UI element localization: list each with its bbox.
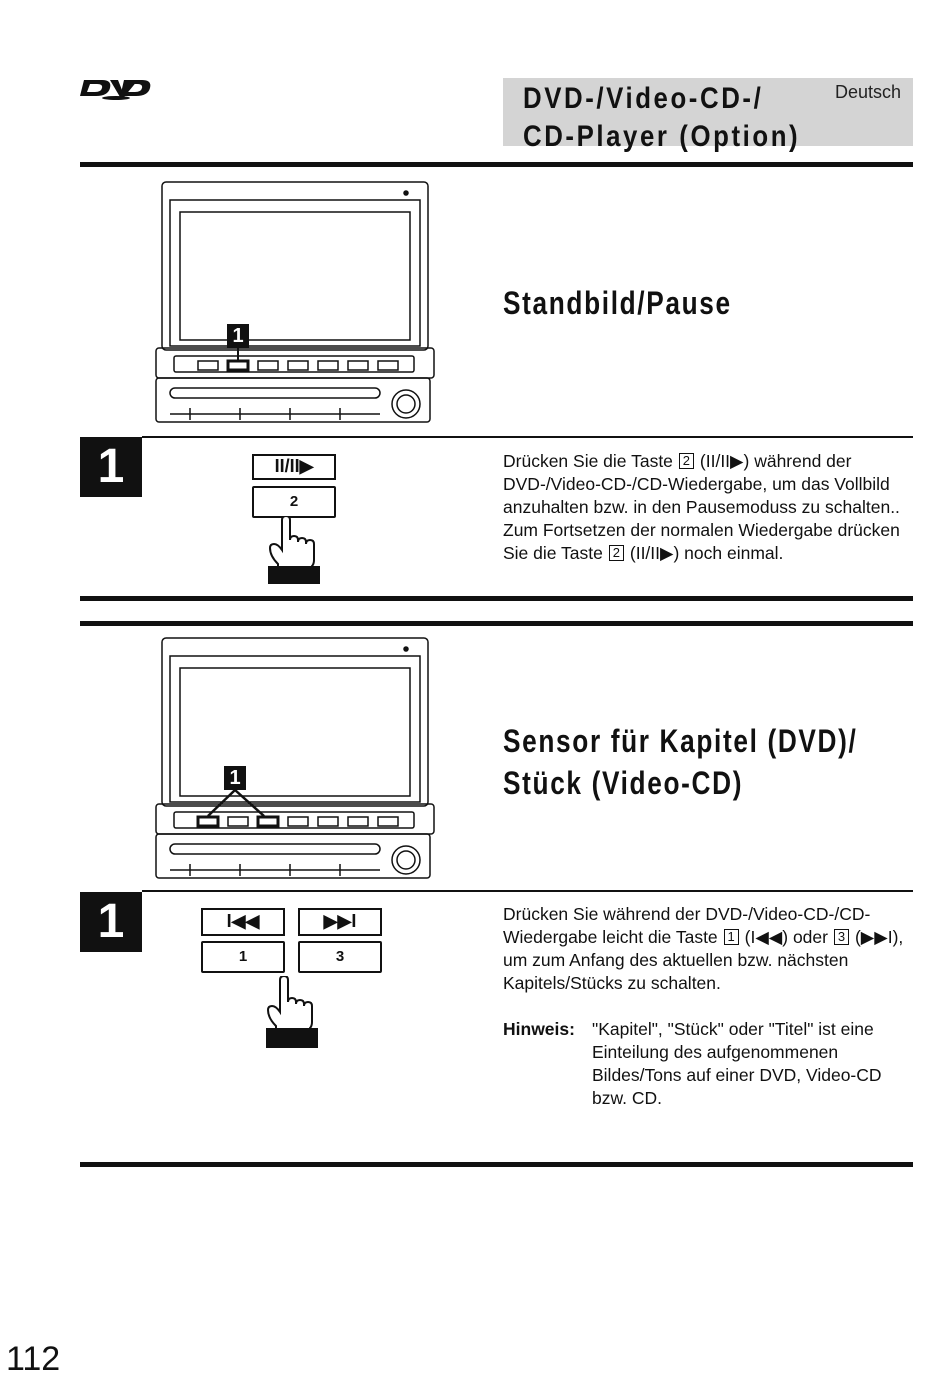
pointing-hand-icon — [268, 516, 320, 584]
step-number: 1 — [80, 437, 142, 497]
header-background — [503, 78, 913, 146]
callout-number: 1 — [232, 325, 244, 347]
note-text: "Kapitel", "Stück" oder "Titel" ist eine… — [592, 1019, 882, 1108]
button-1: 1 — [201, 941, 285, 973]
key-2: 2 — [608, 545, 624, 561]
key-2: 2 — [678, 453, 695, 469]
bottom-rule — [80, 1162, 913, 1167]
callout-number: 1 — [229, 767, 241, 789]
dvd-logo — [80, 80, 151, 100]
section-rule — [80, 596, 913, 601]
prev-button-label: I◀◀ — [201, 908, 285, 936]
top-rule — [80, 162, 913, 167]
language-label: Deutsch — [835, 82, 902, 102]
section-divider — [142, 436, 913, 438]
key-1: 1 — [723, 929, 739, 945]
step-number: 1 — [80, 892, 142, 952]
instruction-text: Drücken Sie die Taste 2 (II/II▶) während… — [503, 451, 900, 563]
pause-button-label: II/II▶ — [252, 454, 336, 480]
next-button-label: ▶▶I — [298, 908, 382, 936]
button-2: 2 — [252, 486, 336, 518]
device-illustration — [155, 637, 435, 879]
pointing-hand-icon — [266, 976, 318, 1048]
key-3: 3 — [833, 929, 850, 945]
device-illustration — [155, 181, 435, 423]
button-3: 3 — [298, 941, 382, 973]
note-label: Hinweis: — [503, 1019, 575, 1039]
section-title: Sensor für Kapitel (DVD)/ Stück (Video-C… — [503, 723, 858, 801]
section-rule — [80, 621, 913, 626]
page-number: 112 — [6, 1340, 61, 1375]
section-title: Standbild/Pause — [503, 285, 732, 321]
page-title: DVD-/Video-CD-/ CD-Player (Option) — [523, 82, 801, 153]
section-divider — [142, 890, 913, 892]
instruction-text: Drücken Sie während der DVD-/Video-CD-/C… — [503, 904, 904, 993]
